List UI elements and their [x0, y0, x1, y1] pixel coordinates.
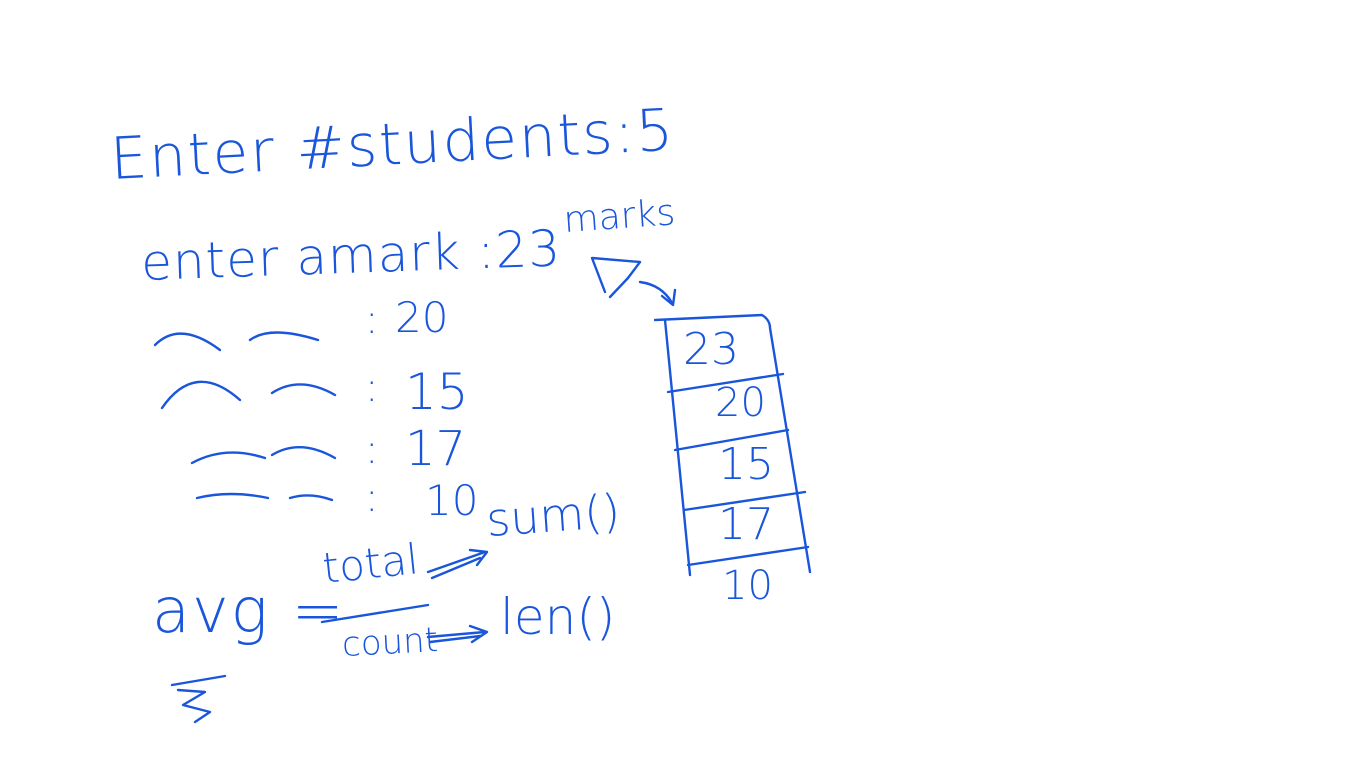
array-cell: 23: [683, 324, 739, 375]
array-cell: 17: [718, 499, 774, 550]
arrow-to-sum: [426, 550, 487, 574]
ditto-mark: [195, 492, 270, 500]
colon-mark: :: [365, 365, 379, 411]
arrow-mark: [638, 280, 674, 305]
ditto-mark: [270, 383, 337, 397]
mark-value: 20: [395, 293, 449, 342]
arrow-to-sum: [468, 548, 489, 567]
array-box: [653, 313, 812, 574]
len-function: len(): [500, 588, 616, 646]
arrow-to-len: [468, 624, 489, 644]
bracket-mark: [590, 256, 642, 299]
ditto-mark: [160, 380, 242, 410]
ditto-mark: [248, 331, 320, 342]
mark-value: 15: [405, 363, 469, 421]
array-divider: [666, 372, 785, 394]
arrow-to-len: [428, 634, 482, 644]
ditto-mark: [153, 332, 222, 352]
array-box: [663, 318, 692, 577]
numerator-label: total: [320, 534, 421, 593]
ditto-mark: [270, 445, 337, 460]
colon-mark: :: [365, 427, 379, 473]
avg-label: avg =: [152, 574, 346, 647]
mark-value: 17: [405, 421, 467, 477]
colon-mark: :: [365, 297, 379, 343]
marks-label: marks: [562, 192, 677, 241]
ditto-mark: [288, 494, 334, 502]
denominator-label: count: [341, 620, 439, 665]
ditto-mark: [190, 451, 267, 465]
arrow-to-sum: [430, 556, 482, 580]
arrow-mark: [660, 288, 677, 307]
array-cell: 15: [718, 439, 774, 490]
mark-value: 10: [425, 476, 479, 525]
scribble-mark: [170, 674, 227, 724]
first-mark-line: enter amark :23: [140, 219, 563, 292]
array-divider: [686, 545, 810, 567]
array-divider: [673, 428, 790, 452]
fraction-bar: [320, 603, 430, 624]
arrow-to-len: [426, 630, 487, 639]
array-divider: [682, 490, 807, 512]
array-cell: 20: [715, 380, 766, 426]
array-cell: 10: [722, 563, 773, 609]
sum-function: sum(): [484, 483, 622, 547]
colon-mark: :: [365, 475, 379, 521]
